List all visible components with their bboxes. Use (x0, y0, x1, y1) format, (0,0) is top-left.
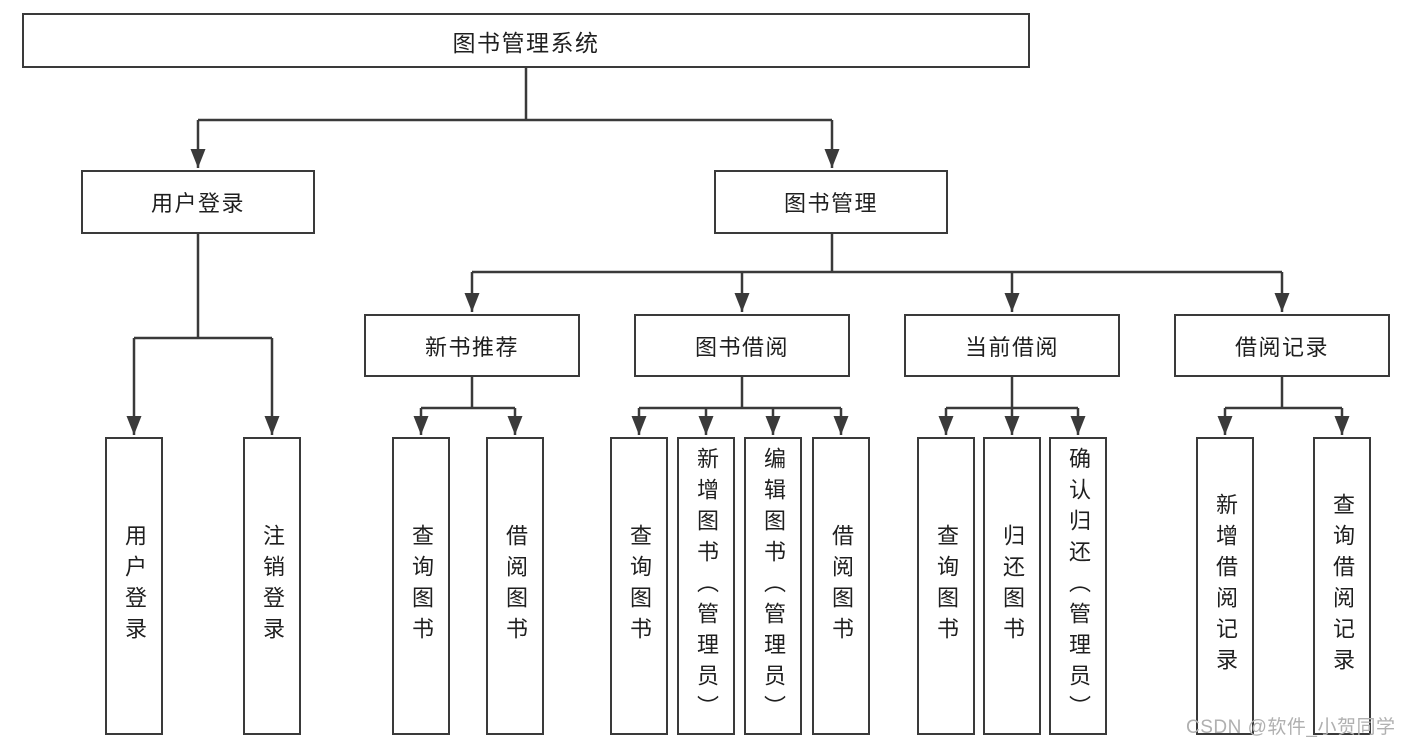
leaf-records-query-record: 查询借阅记录 (1313, 437, 1371, 735)
leaf-current-return-books: 归还图书 (983, 437, 1041, 735)
leaf-borrow-edit-books-admin: 编辑图书（管理员） (744, 437, 802, 735)
node-root-system: 图书管理系统 (22, 13, 1030, 68)
leaf-current-confirm-return-admin: 确认归还（管理员） (1049, 437, 1107, 735)
node-book-management-branch: 图书管理 (714, 170, 948, 234)
leaf-logout: 注销登录 (243, 437, 301, 735)
leaf-user-login: 用户登录 (105, 437, 163, 735)
node-new-book-recommend: 新书推荐 (364, 314, 580, 377)
leaf-current-query-books: 查询图书 (917, 437, 975, 735)
leaf-borrow-add-books-admin: 新增图书（管理员） (677, 437, 735, 735)
leaf-newbook-borrow-books: 借阅图书 (486, 437, 544, 735)
leaf-borrow-query-books: 查询图书 (610, 437, 668, 735)
csdn-watermark: CSDN @软件_小贺同学 (1186, 717, 1396, 738)
leaf-newbook-query-books: 查询图书 (392, 437, 450, 735)
node-borrowing-records: 借阅记录 (1174, 314, 1390, 377)
node-user-login-branch: 用户登录 (81, 170, 315, 234)
leaf-records-add-record: 新增借阅记录 (1196, 437, 1254, 735)
node-book-borrowing: 图书借阅 (634, 314, 850, 377)
node-current-borrowing: 当前借阅 (904, 314, 1120, 377)
leaf-borrow-borrow-books: 借阅图书 (812, 437, 870, 735)
